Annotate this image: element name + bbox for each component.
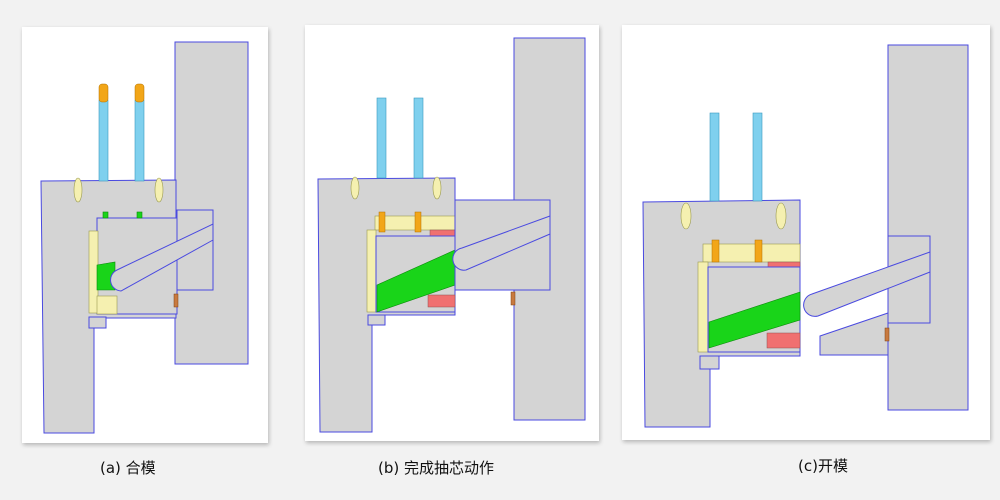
insert-plate [96, 295, 118, 315]
lower-ledge [819, 312, 889, 356]
red-insert [766, 332, 801, 349]
fixed-plate [174, 41, 249, 365]
core [708, 291, 801, 349]
small-block [699, 355, 720, 370]
ejector-pin [754, 239, 763, 263]
ejector-pin [711, 239, 720, 263]
insert-plate [697, 261, 709, 353]
stop-block [173, 293, 179, 308]
angle-pin [110, 223, 214, 292]
ejector-rod [376, 97, 387, 179]
ejector-rod [413, 97, 424, 179]
insert-plate [88, 230, 99, 314]
rod-tip [134, 83, 145, 103]
small-block [88, 316, 107, 329]
small-block [367, 314, 386, 326]
ejector-pin [414, 211, 422, 233]
notch [154, 177, 164, 203]
ejector-rod [134, 99, 145, 182]
panel-c-drawing [642, 44, 969, 428]
notch [73, 177, 83, 203]
notch [350, 176, 360, 200]
panel-a-drawing [40, 41, 249, 434]
core-top [136, 211, 143, 219]
notch [680, 202, 692, 230]
caption-c: (c)开模 [798, 457, 848, 475]
rod-tip [98, 83, 109, 103]
red-insert [427, 294, 456, 308]
core-top [102, 211, 109, 219]
notch [775, 202, 787, 230]
ejector-rod [709, 112, 720, 202]
panel-b-drawing [317, 37, 586, 433]
insert-plate [702, 243, 801, 263]
ejector-pin [378, 211, 386, 233]
ejector-rod [98, 99, 109, 182]
notch [432, 176, 442, 200]
angle-pin [452, 215, 551, 271]
stop-block [510, 291, 516, 306]
angle-pin [803, 251, 931, 317]
ejector-rod [752, 112, 763, 202]
caption-a: (a) 合模 [100, 459, 156, 477]
fixed-plate [887, 44, 969, 411]
caption-b: (b) 完成抽芯动作 [378, 459, 494, 477]
insert-plate [366, 229, 377, 313]
stop-block [884, 327, 890, 342]
